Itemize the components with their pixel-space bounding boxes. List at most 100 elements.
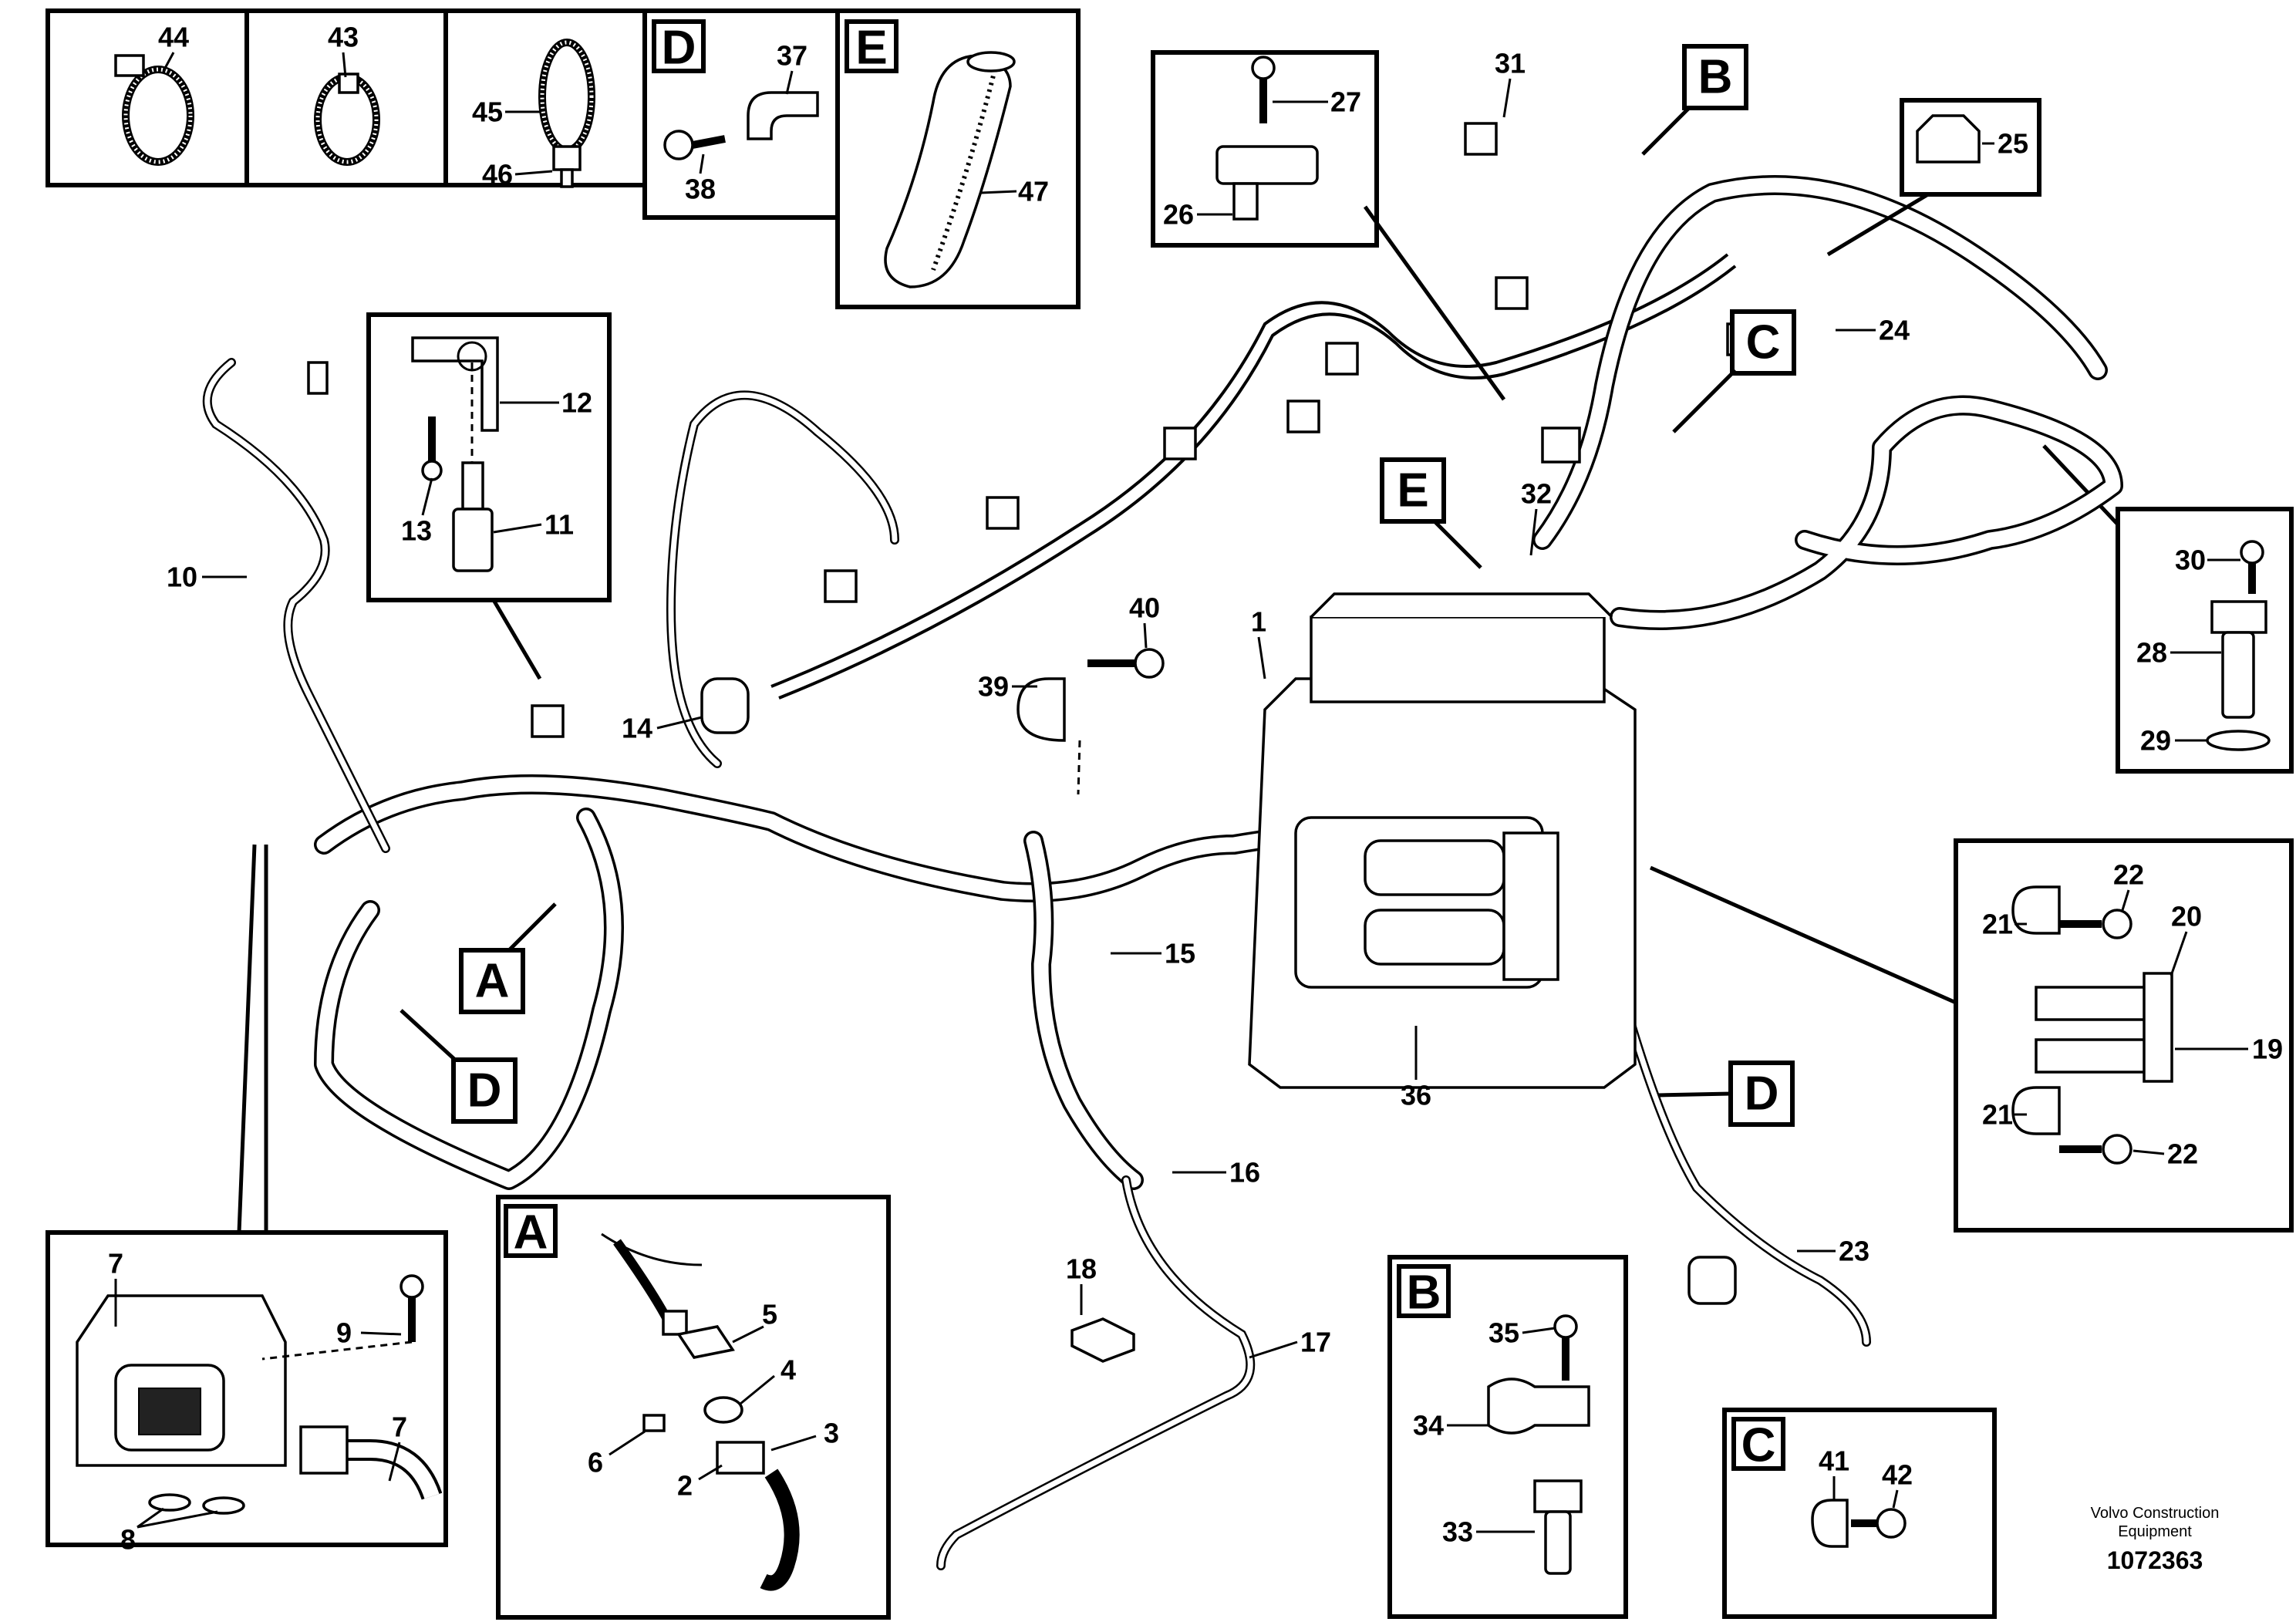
detail-box-7-8-9: 7 9 7 8: [46, 844, 448, 1556]
main-part-numbers: 1 10 14 15 16 17 18 23 24 31 32 36 39 40: [167, 48, 1910, 1359]
detail-box-19-22: 22 21 20 19 21 22: [1649, 838, 2294, 1233]
detail-box-B-bottom: B 35 34 33: [1387, 1255, 1628, 1619]
clip-and-bolt-icon: [663, 91, 819, 160]
callout-letter-D-left: D: [467, 1064, 502, 1118]
part-number-11: 11: [544, 509, 574, 541]
part-number-45: 45: [472, 96, 503, 128]
part-number-24: 24: [1879, 315, 1910, 346]
temperature-sensor-icon: [307, 361, 329, 395]
part-number-33: 33: [1442, 1516, 1473, 1548]
part-number-7-top: 7: [108, 1248, 123, 1280]
detail-box-A-bottom: A 5 4 6 3 2: [496, 1195, 891, 1620]
part-number-16: 16: [1229, 1157, 1260, 1189]
callout-letter-E: E: [1397, 464, 1428, 518]
callout-letter-D-right: D: [1745, 1067, 1779, 1121]
part-number-37: 37: [777, 40, 807, 72]
connector-icon: [1464, 122, 1498, 156]
part-number-7-bottom: 7: [392, 1411, 407, 1443]
part-number-8: 8: [120, 1524, 136, 1556]
part-number-20: 20: [2171, 901, 2202, 932]
part-number-6: 6: [588, 1447, 603, 1479]
part-number-32: 32: [1521, 478, 1552, 510]
connector-icon: [824, 569, 858, 603]
part-number-4: 4: [781, 1354, 796, 1386]
part-number-17: 17: [1300, 1327, 1331, 1358]
document-number: 1072363: [2107, 1546, 2203, 1574]
engine-control-unit: [1248, 592, 1637, 1089]
part-number-19: 19: [2252, 1034, 2283, 1065]
part-number-35: 35: [1489, 1317, 1519, 1349]
detail-letter-D-top: D: [662, 22, 696, 75]
connector-icon: [700, 677, 750, 734]
part-number-38: 38: [685, 174, 716, 205]
part-number-15: 15: [1165, 938, 1195, 969]
part-number-40: 40: [1129, 592, 1160, 624]
part-number-42: 42: [1882, 1459, 1913, 1491]
part-number-26: 26: [1163, 199, 1194, 231]
part-number-29: 29: [2140, 725, 2171, 757]
clamp-bracket: [1017, 648, 1165, 1363]
part-number-22-bottom: 22: [2167, 1138, 2198, 1170]
cable-tie-icon: [314, 73, 380, 166]
detail-letter-box-E-top: [845, 19, 899, 73]
connector-icon: [986, 496, 1020, 530]
part-number-31: 31: [1495, 48, 1526, 79]
part-number-10: 10: [167, 561, 197, 593]
detail-strip-top: D E 44 43 45 46 37 38 47: [46, 8, 1081, 309]
part-number-3: 3: [824, 1418, 839, 1449]
brand-line-1: Volvo Construction: [2091, 1505, 2220, 1522]
part-number-44: 44: [158, 22, 189, 53]
part-number-30: 30: [2175, 545, 2206, 576]
detail-box-25: 25: [1826, 98, 2041, 257]
part-number-47: 47: [1018, 176, 1049, 207]
part-number-18: 18: [1066, 1253, 1097, 1285]
connector-icon: [1541, 427, 1581, 464]
part-number-25: 25: [1998, 128, 2028, 160]
publisher-footer: Volvo Construction Equipment 1072363: [2091, 1505, 2220, 1574]
cable-tie-clip-icon: [114, 54, 194, 166]
part-number-36: 36: [1401, 1080, 1431, 1111]
connector-icon: [531, 704, 565, 738]
part-number-43: 43: [328, 22, 359, 53]
part-number-9: 9: [336, 1317, 352, 1349]
part-number-2: 2: [677, 1470, 693, 1502]
part-number-21-top: 21: [1982, 909, 2013, 940]
part-number-13: 13: [401, 515, 432, 547]
part-number-41: 41: [1819, 1445, 1849, 1477]
connector-icon: [1495, 276, 1529, 310]
main-wiring-harness: [202, 175, 2123, 1570]
part-number-23: 23: [1839, 1236, 1870, 1267]
detail-letter-E-top: E: [855, 22, 887, 75]
callout-letter-C: C: [1746, 316, 1781, 369]
connector-icon: [1163, 427, 1197, 460]
tie-with-sensor-icon: [538, 39, 595, 188]
part-number-34: 34: [1413, 1410, 1444, 1442]
protective-sleeve-icon: [884, 51, 1016, 288]
part-number-39: 39: [978, 671, 1009, 703]
detail-letter-box-D-top: [652, 19, 706, 73]
injector-connectors: [307, 122, 1741, 1305]
part-number-27: 27: [1330, 86, 1361, 118]
brand-line-2: Equipment: [2118, 1523, 2192, 1540]
detail-letter-A-bottom: A: [514, 1206, 548, 1259]
connector-icon: [1325, 342, 1359, 376]
round-connector-icon: [1687, 1256, 1737, 1305]
part-number-21-bottom: 21: [1982, 1099, 2013, 1131]
part-number-14: 14: [622, 713, 652, 744]
detail-box-11-12-13: 12 13 11: [366, 312, 612, 680]
callout-letter-A: A: [475, 955, 510, 1008]
part-number-46: 46: [482, 159, 513, 191]
part-number-12: 12: [561, 387, 592, 419]
detail-box-43: [244, 8, 448, 187]
part-number-28: 28: [2136, 637, 2167, 669]
part-number-22-top: 22: [2113, 859, 2144, 891]
part-number-5: 5: [762, 1299, 777, 1330]
detail-box-C-bottom: C 41 42: [1722, 1408, 1997, 1619]
part-number-1: 1: [1251, 606, 1266, 638]
letter-callouts-main: B C E A D D: [400, 44, 1796, 1127]
detail-letter-B-bottom: B: [1407, 1266, 1441, 1320]
detail-box-26-27: 27 26: [1151, 50, 1506, 401]
detail-box-28-29-30: 30 28 29: [2042, 444, 2294, 774]
detail-letter-C-bottom: C: [1741, 1419, 1776, 1472]
